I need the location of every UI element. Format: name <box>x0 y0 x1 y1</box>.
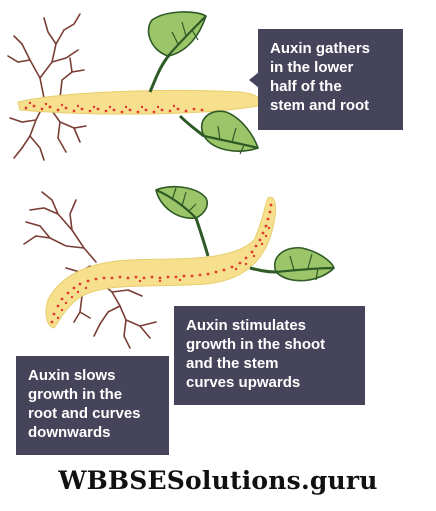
callout-line: curves upwards <box>186 374 301 391</box>
top-leaves <box>147 11 260 155</box>
callout-line: Auxin gathers <box>270 40 371 57</box>
top-auxin-dots <box>24 101 204 114</box>
top-roots <box>7 13 87 161</box>
callout-auxin-slows: Auxin slows growth in the root and curve… <box>16 356 169 455</box>
callout-line: growth in the shoot <box>186 336 326 353</box>
callout-line: growth in the <box>28 386 123 403</box>
callout-line: stem and root <box>270 97 370 114</box>
callout-line: in the lower <box>270 59 354 76</box>
callout-line: and the stem <box>186 355 279 372</box>
callout-pointer <box>249 72 259 88</box>
bottom-auxin-dots <box>50 203 273 324</box>
callout-line: Auxin stimulates <box>186 317 307 334</box>
watermark-text: WBBSESolutions.guru <box>58 466 378 495</box>
bottom-stem <box>45 196 277 329</box>
callout-auxin-gathers: Auxin gathers in the lower half of the s… <box>258 29 403 130</box>
callout-line: half of the <box>270 78 342 95</box>
callout-auxin-stimulates: Auxin stimulates growth in the shoot and… <box>174 306 365 405</box>
bottom-leaves <box>155 185 335 282</box>
callout-line: root and curves <box>28 405 141 422</box>
callout-line: downwards <box>28 424 111 441</box>
callout-line: Auxin slows <box>28 367 116 384</box>
bottom-roots <box>23 191 157 349</box>
top-stem <box>17 89 262 115</box>
